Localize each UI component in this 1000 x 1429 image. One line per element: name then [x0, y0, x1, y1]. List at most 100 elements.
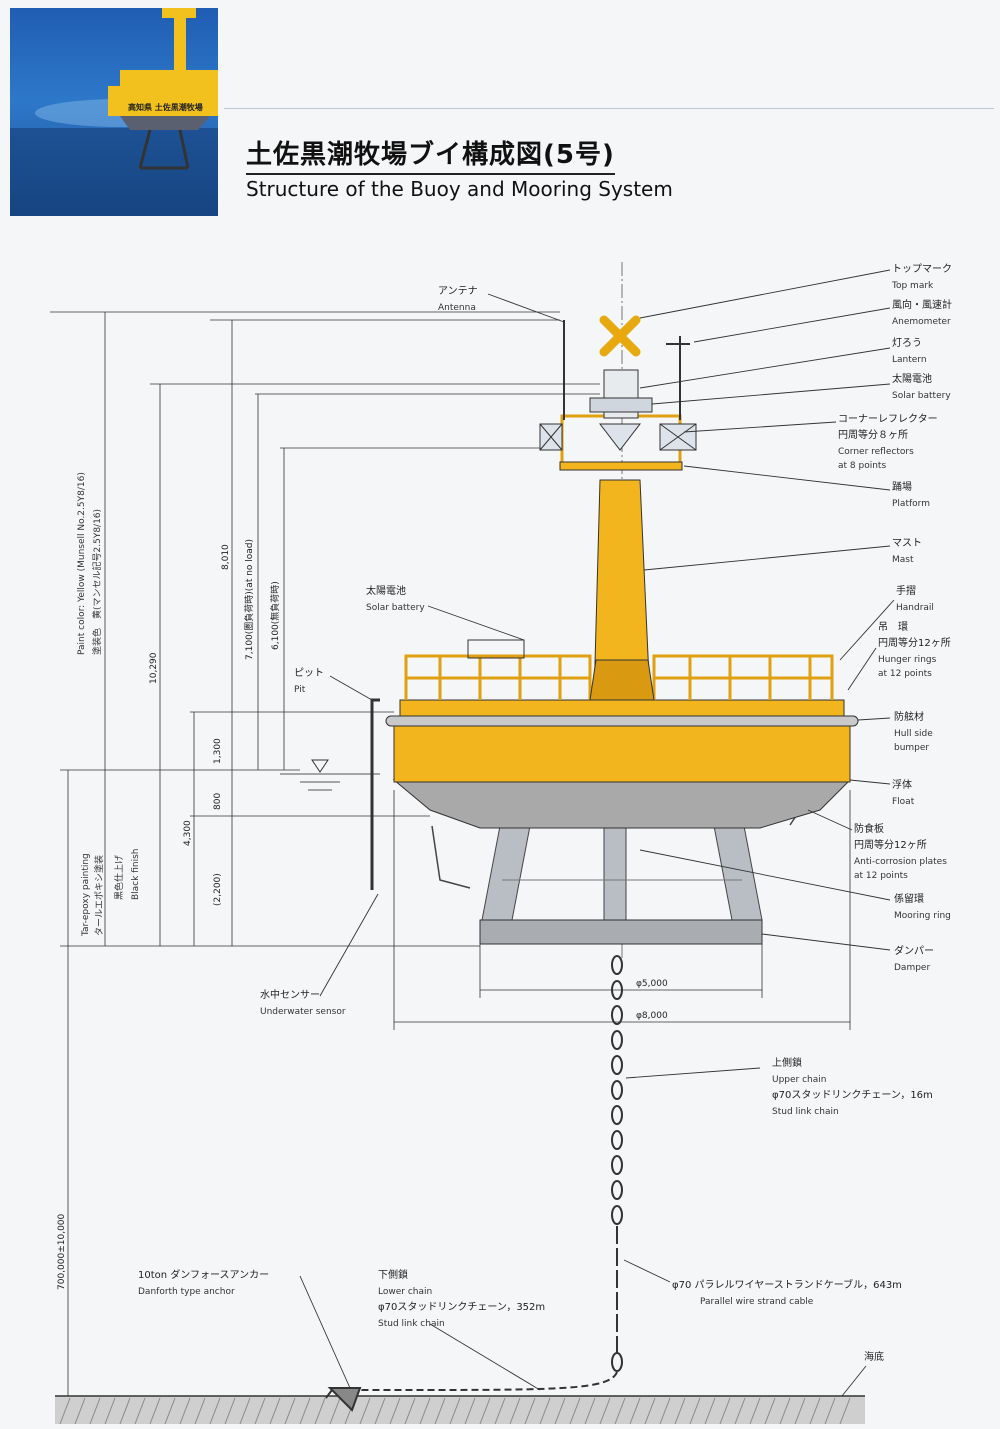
mooring-ring-label-jp: 係留環 [894, 892, 924, 905]
bumper-label-jp: 防舷材 [894, 710, 924, 723]
antenna-label-jp: アンテナ [438, 285, 478, 297]
corner-reflector-label-en: Corner reflectors [838, 447, 914, 457]
paint-yellow-label-jp: 塗装色 黄(マンセル記号2.5Y8/16) [91, 509, 103, 655]
anticorrosion-label-jp2: 円周等分12ヶ所 [854, 838, 927, 851]
anemometer-label-en: Anemometer [892, 317, 951, 327]
paint-tar-label-jp2: 黒色仕上げ [113, 855, 125, 900]
cable-end-link [611, 1352, 623, 1372]
mast-label-en: Mast [892, 555, 914, 565]
hunger-rings-label-jp: 吊 環 [878, 621, 908, 633]
mast-label-jp: マスト [892, 538, 922, 549]
dim-5000: φ5,000 [636, 979, 668, 989]
handrail-label-en: Handrail [896, 603, 934, 613]
anemometer [666, 336, 690, 420]
upper-chain-label-en: Upper chain [772, 1075, 826, 1085]
handrails [404, 654, 834, 700]
deck-solar-battery [467, 639, 525, 659]
leader-lines [299, 269, 895, 1397]
paint-yellow-label-en: Paint color: Yellow (Munsell No.2.5Y8/16… [77, 472, 87, 655]
platform [559, 461, 683, 471]
corner-reflector-label-jp: コーナーレフレクター [838, 413, 938, 425]
annotations-right: トップマーク Top mark 風向・風速計 Anemometer 灯ろう La… [838, 263, 952, 973]
float-label-jp: 浮体 [892, 779, 912, 791]
annotations-left: アンテナ Antenna 太陽電池 Solar battery ピット Pit … [138, 285, 933, 1363]
mooring-ring-label-en: Mooring ring [894, 911, 951, 921]
paint-tar-label-jp: タールエポキシ塗装 [93, 855, 105, 936]
underwater-sensor-cable [370, 698, 380, 890]
dim-700000: 700,000±10,000 [57, 1213, 67, 1290]
damper-label-jp: ダンパー [894, 944, 934, 957]
platform-label-en: Platform [892, 499, 930, 509]
float-label-en: Float [892, 797, 915, 807]
antenna-label-en: Antenna [438, 303, 476, 313]
top-mark-label-en: Top mark [891, 281, 934, 291]
damper-label-en: Damper [894, 963, 930, 973]
lower-chain-label-en: Lower chain [378, 1287, 432, 1297]
pit-label-jp: ピット [294, 667, 324, 679]
pit-label-en: Pit [294, 685, 306, 695]
dim-7100: 7,100(圏負荷時)(at no load) [243, 539, 255, 660]
buoy-photo: 高知県 土佐黒潮牧場 [10, 8, 218, 216]
anticorrosion-label-en2: at 12 points [854, 871, 908, 881]
dim-10290: 10,290 [149, 652, 159, 684]
photo-label: 高知県 土佐黒潮牧場 [128, 103, 203, 112]
corner-reflector-label-jp2: 円周等分８ヶ所 [838, 428, 908, 441]
dim-2200: (2,200) [213, 873, 223, 906]
anticorrosion-label-en: Anti-corrosion plates [854, 857, 947, 867]
danforth-anchor [325, 1387, 362, 1412]
cable-label-jp: φ70 パラレルワイヤーストランドケーブル，643m [672, 1278, 902, 1291]
buoy-photo-illustration [10, 8, 218, 216]
dim-4300: 4,300 [183, 820, 193, 846]
anchor-label-jp: 10ton ダンフォースアンカー [138, 1268, 269, 1281]
underwater-sensor-label-jp: 水中センサー [260, 988, 320, 1001]
page-title: 土佐黒潮牧場ブイ構成図(5号) [246, 134, 615, 175]
dim-6100: 6,100(無負荷時) [269, 581, 281, 650]
upper-chain-label-jp2: φ70スタッドリンクチェーン，16m [772, 1089, 933, 1101]
top-mark [599, 315, 641, 357]
upper-chain [611, 955, 623, 1225]
seabed-label: 海底 [864, 1350, 884, 1363]
hunger-rings-label-jp2: 円周等分12ヶ所 [878, 636, 951, 649]
hull-bumper [385, 715, 859, 727]
water-line [280, 759, 380, 791]
dim-1300: 1,300 [213, 738, 223, 764]
corner-reflector-label-en2: at 8 points [838, 461, 886, 471]
corner-reflectors [539, 423, 697, 451]
seabed [55, 1395, 865, 1425]
paint-tar-label-en2: Black finish [131, 849, 141, 900]
lantern-label-en: Lantern [892, 355, 927, 365]
dim-8010: 8,010 [221, 544, 231, 570]
anticorrosion-label-jp: 防食板 [854, 822, 884, 835]
deck [399, 699, 845, 717]
float-lower-hull [392, 779, 852, 829]
lower-chain [340, 1371, 618, 1391]
mast-base [589, 659, 655, 701]
bumper-label-en: Hull side [894, 729, 933, 739]
lower-chain-label-jp2: φ70スタッドリンクチェーン，352m [378, 1301, 545, 1313]
damper-structure [431, 809, 801, 945]
hunger-rings-label-en2: at 12 points [878, 669, 932, 679]
platform-label-jp: 踊場 [892, 480, 912, 493]
upper-chain-label-en2: Stud link chain [772, 1107, 839, 1117]
hunger-rings-label-en: Hunger rings [878, 655, 937, 665]
solar-top-label-en: Solar battery [892, 391, 951, 401]
paint-tar-label-en: Tar-epoxy painting [81, 853, 91, 937]
top-mark-label-jp: トップマーク [892, 263, 952, 275]
header-rule [224, 108, 994, 109]
vertical-annotations: Paint color: Yellow (Munsell No.2.5Y8/16… [57, 472, 281, 1290]
anchor-label-en: Danforth type anchor [138, 1287, 235, 1297]
solar-deck-label-jp: 太陽電池 [366, 584, 406, 597]
dim-800: 800 [213, 793, 223, 810]
cable-label-en: Parallel wire strand cable [700, 1297, 814, 1307]
float-hull [393, 721, 851, 783]
page-subtitle: Structure of the Buoy and Mooring System [246, 177, 673, 201]
handrail-label-jp: 手摺 [896, 584, 916, 597]
dimension-lines [50, 311, 851, 1396]
lower-chain-label-jp: 下側鎖 [378, 1268, 408, 1281]
solar-top-label-jp: 太陽電池 [892, 372, 932, 385]
upper-chain-label-jp: 上側鎖 [772, 1056, 802, 1069]
bumper-label-en2: bumper [894, 743, 929, 753]
underwater-sensor-label-en: Underwater sensor [260, 1007, 346, 1017]
